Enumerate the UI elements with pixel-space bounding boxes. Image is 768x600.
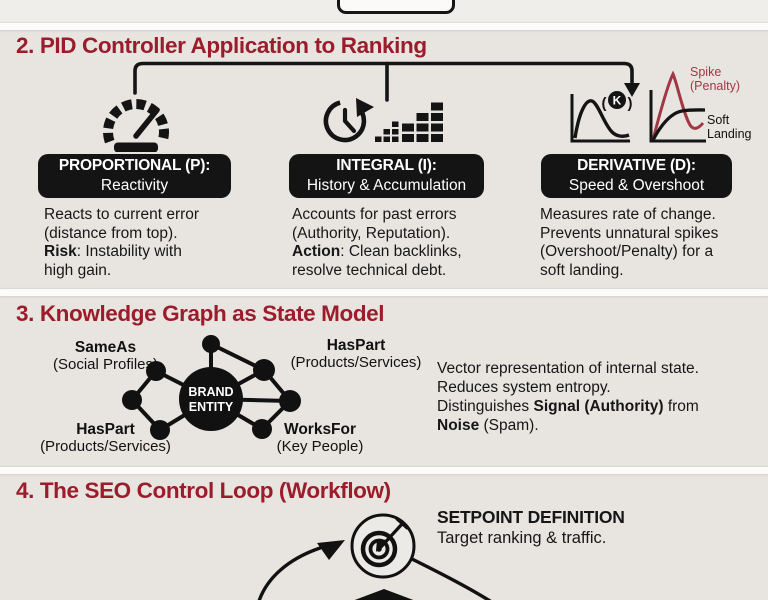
spike-penalty-curve: [651, 70, 705, 141]
setpoint-step-title: SETPOINT DEFINITION: [437, 507, 625, 527]
haspart-bottom-label: HasPart (Products/Services): [40, 421, 171, 455]
gauge-icon: [103, 99, 169, 152]
graph-node-haspart: [150, 420, 170, 440]
section-4-heading: 4. The SEO Control Loop (Workflow): [16, 478, 391, 503]
arrowhead-down-icon: [624, 83, 640, 97]
loop-arrowhead-icon: [317, 540, 345, 560]
clock-history-bars-icon: [323, 98, 443, 143]
proportional-description: Reacts to current error (distance from t…: [44, 206, 200, 279]
integral-pill: INTEGRAL (I): History & Accumulation: [289, 154, 484, 198]
bracket-connector: [133, 61, 640, 102]
arrowhead-right-icon: [356, 98, 374, 117]
graph-node: [279, 390, 301, 412]
graph-node-haspart: [253, 359, 275, 381]
setpoint-step-description: Target ranking & traffic.: [437, 529, 607, 547]
seo-control-loop-diagram: [257, 513, 492, 600]
knowledge-graph-diagram: BRAND ENTITY: [122, 335, 301, 440]
brand-entity-label-2: ENTITY: [189, 400, 234, 414]
graph-node-worksfor: [252, 419, 272, 439]
pill-title: INTEGRAL (I):: [336, 157, 437, 174]
spike-penalty-label: Spike (Penalty): [690, 65, 741, 93]
brand-entity-label-1: BRAND: [188, 385, 233, 399]
graph-node: [202, 335, 220, 353]
damped-response-curve: [573, 99, 630, 139]
derivative-description: Measures rate of change. Prevents unnatu…: [540, 206, 719, 279]
pill-title: DERIVATIVE (D):: [577, 157, 696, 174]
brand-entity-node: [179, 367, 243, 431]
graph-node: [122, 390, 142, 410]
section-2-heading: 2. PID Controller Application to Ranking: [16, 33, 427, 58]
k-circle: [608, 91, 626, 109]
k-paren-close: ): [628, 95, 633, 112]
integral-description: Accounts for past errors (Authority, Rep…: [292, 206, 462, 279]
graph-node-sameas: [146, 361, 166, 381]
haspart-top-label: HasPart (Products/Services): [290, 337, 422, 371]
previous-section-partial-box: [337, 0, 455, 14]
k-gain-label: K: [613, 94, 622, 108]
soft-landing-curve: [651, 108, 706, 141]
pill-subtitle: Speed & Overshoot: [568, 177, 705, 194]
target-icon: [350, 513, 416, 579]
derivative-pill: DERIVATIVE (D): Speed & Overshoot: [541, 154, 732, 198]
knowledge-graph-description: Vector representation of internal state.…: [437, 360, 699, 434]
k-paren-open: (: [602, 95, 607, 112]
soft-landing-label: Soft Landing: [707, 113, 752, 141]
sameas-label: SameAs (Social Profiles): [52, 339, 159, 373]
section-divider: [0, 467, 768, 474]
section-3-heading: 3. Knowledge Graph as State Model: [16, 301, 385, 326]
section-divider: [0, 289, 768, 296]
pill-title: PROPORTIONAL (P):: [58, 157, 211, 174]
pill-subtitle: History & Accumulation: [306, 177, 467, 194]
pill-subtitle: Reactivity: [100, 177, 169, 194]
worksfor-label: WorksFor (Key People): [276, 421, 364, 455]
section-divider: [0, 23, 768, 30]
next-step-diamond: [354, 589, 414, 600]
proportional-pill: PROPORTIONAL (P): Reactivity: [38, 154, 231, 198]
response-curves-icon: ( K ): [570, 70, 706, 143]
